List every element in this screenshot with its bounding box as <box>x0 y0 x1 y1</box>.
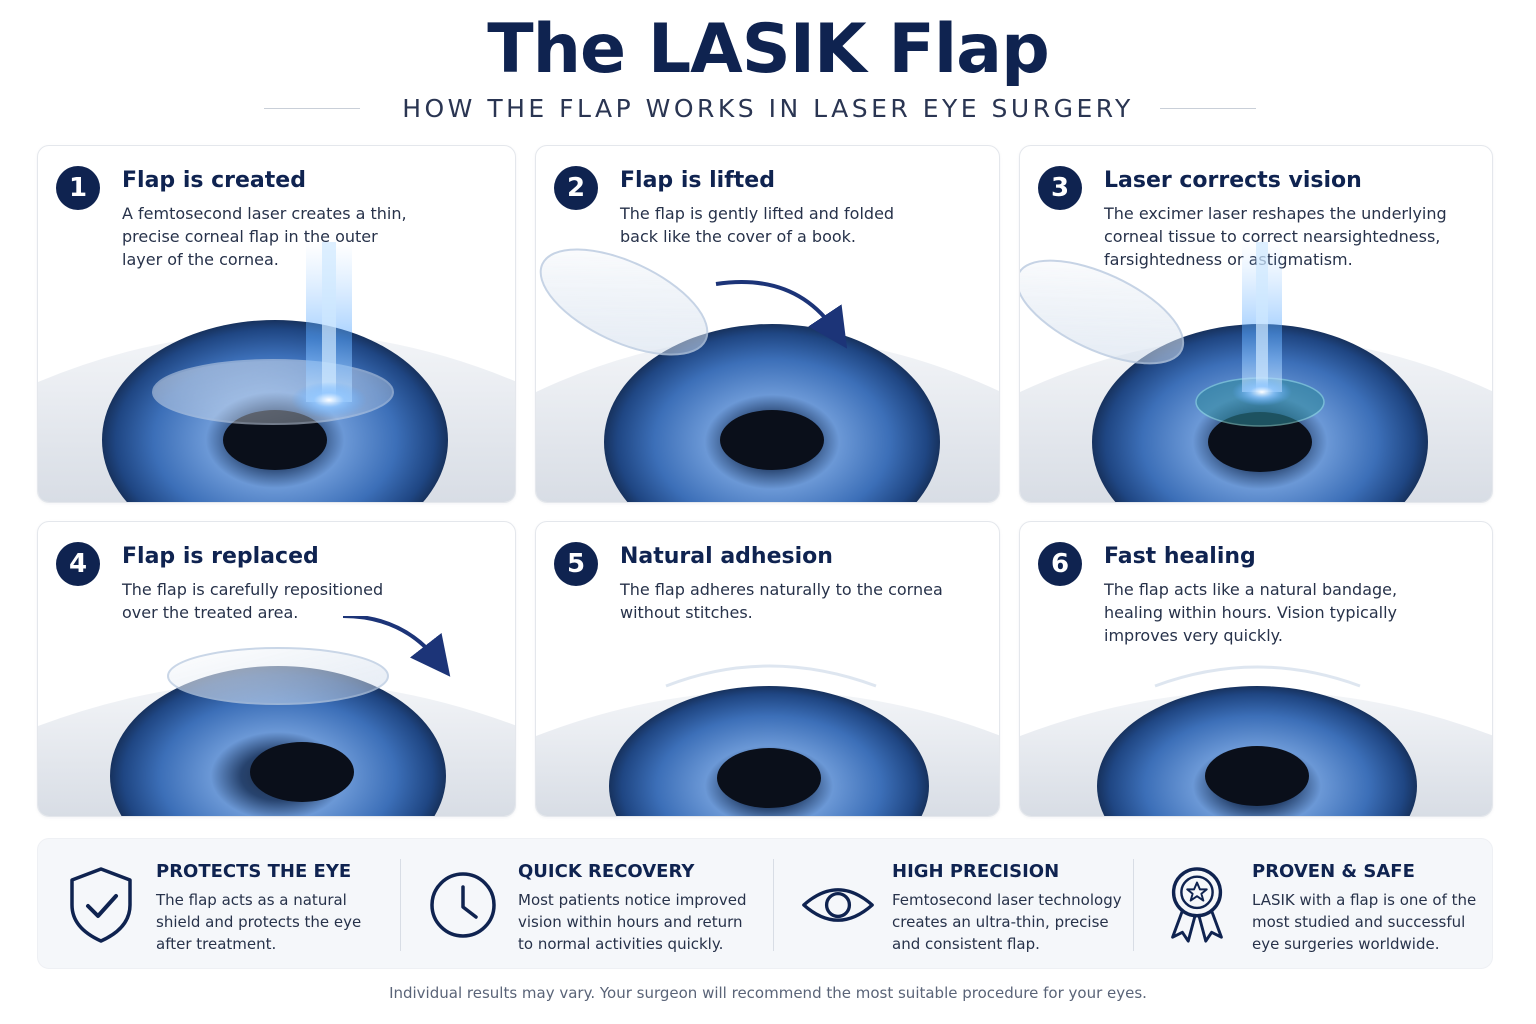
subtitle-rule-left <box>264 108 360 109</box>
step-title: Laser corrects vision <box>1104 168 1362 193</box>
step-title: Flap is replaced <box>122 544 319 569</box>
footer-disclaimer: Individual results may vary. Your surgeo… <box>389 984 1147 1002</box>
benefit-divider <box>400 859 401 951</box>
step-card-6: 6 Fast healing The flap acts like a natu… <box>1019 521 1493 817</box>
eye-illustration <box>1020 665 1492 816</box>
step-number: 4 <box>56 542 100 586</box>
step-number: 2 <box>554 166 598 210</box>
benefit-proven: PROVEN & SAFE LASIK with a flap is one o… <box>1134 839 1494 970</box>
eye-illustration <box>536 248 999 502</box>
step-card-1: 1 Flap is created A femtosecond laser cr… <box>37 145 516 503</box>
step-title: Flap is lifted <box>620 168 775 193</box>
page-title: The LASIK Flap <box>487 10 1050 89</box>
benefit-title: HIGH PRECISION <box>892 861 1060 882</box>
benefit-divider <box>773 859 774 951</box>
step-title: Fast healing <box>1104 544 1256 569</box>
step-number: 6 <box>1038 542 1082 586</box>
eye-illustration <box>1020 242 1492 502</box>
eye-illustration <box>536 664 999 816</box>
clock-icon <box>430 872 496 938</box>
award-ribbon-icon <box>1171 867 1223 943</box>
benefit-title: PROVEN & SAFE <box>1252 861 1415 882</box>
step-number: 3 <box>1038 166 1082 210</box>
step-card-5: 5 Natural adhesion The flap adheres natu… <box>535 521 1000 817</box>
benefit-title: QUICK RECOVERY <box>518 861 695 882</box>
subtitle-row: HOW THE FLAP WORKS IN LASER EYE SURGERY <box>0 92 1536 126</box>
benefit-precision: HIGH PRECISION Femtosecond laser technol… <box>774 839 1134 970</box>
benefits-bar: PROTECTS THE EYE The flap acts as a natu… <box>37 838 1493 969</box>
step-number: 5 <box>554 542 598 586</box>
subtitle-rule-right <box>1160 108 1256 109</box>
benefit-divider <box>1133 859 1134 951</box>
eye-icon <box>802 888 874 922</box>
step-title: Flap is created <box>122 168 306 193</box>
step-card-2: 2 Flap is lifted The flap is gently lift… <box>535 145 1000 503</box>
page-subtitle: HOW THE FLAP WORKS IN LASER EYE SURGERY <box>402 94 1134 123</box>
step-card-3: 3 Laser corrects vision The excimer lase… <box>1019 145 1493 503</box>
step-title: Natural adhesion <box>620 544 833 569</box>
step-description: The flap adheres naturally to the cornea… <box>620 580 943 622</box>
benefit-protects: PROTECTS THE EYE The flap acts as a natu… <box>38 839 400 970</box>
benefit-recovery: QUICK RECOVERY Most patients notice impr… <box>400 839 772 970</box>
step-number: 1 <box>56 166 100 210</box>
step-description: The flap acts like a natural bandage,hea… <box>1104 580 1398 645</box>
step-card-4: 4 Flap is replaced The flap is carefully… <box>37 521 516 817</box>
eye-illustration <box>38 242 515 502</box>
step-description: A femtosecond laser creates a thin,preci… <box>122 204 407 269</box>
eye-illustration <box>38 616 515 816</box>
benefit-title: PROTECTS THE EYE <box>156 861 352 882</box>
shield-check-icon <box>70 867 132 943</box>
step-description: The excimer laser reshapes the underlyin… <box>1104 204 1447 269</box>
